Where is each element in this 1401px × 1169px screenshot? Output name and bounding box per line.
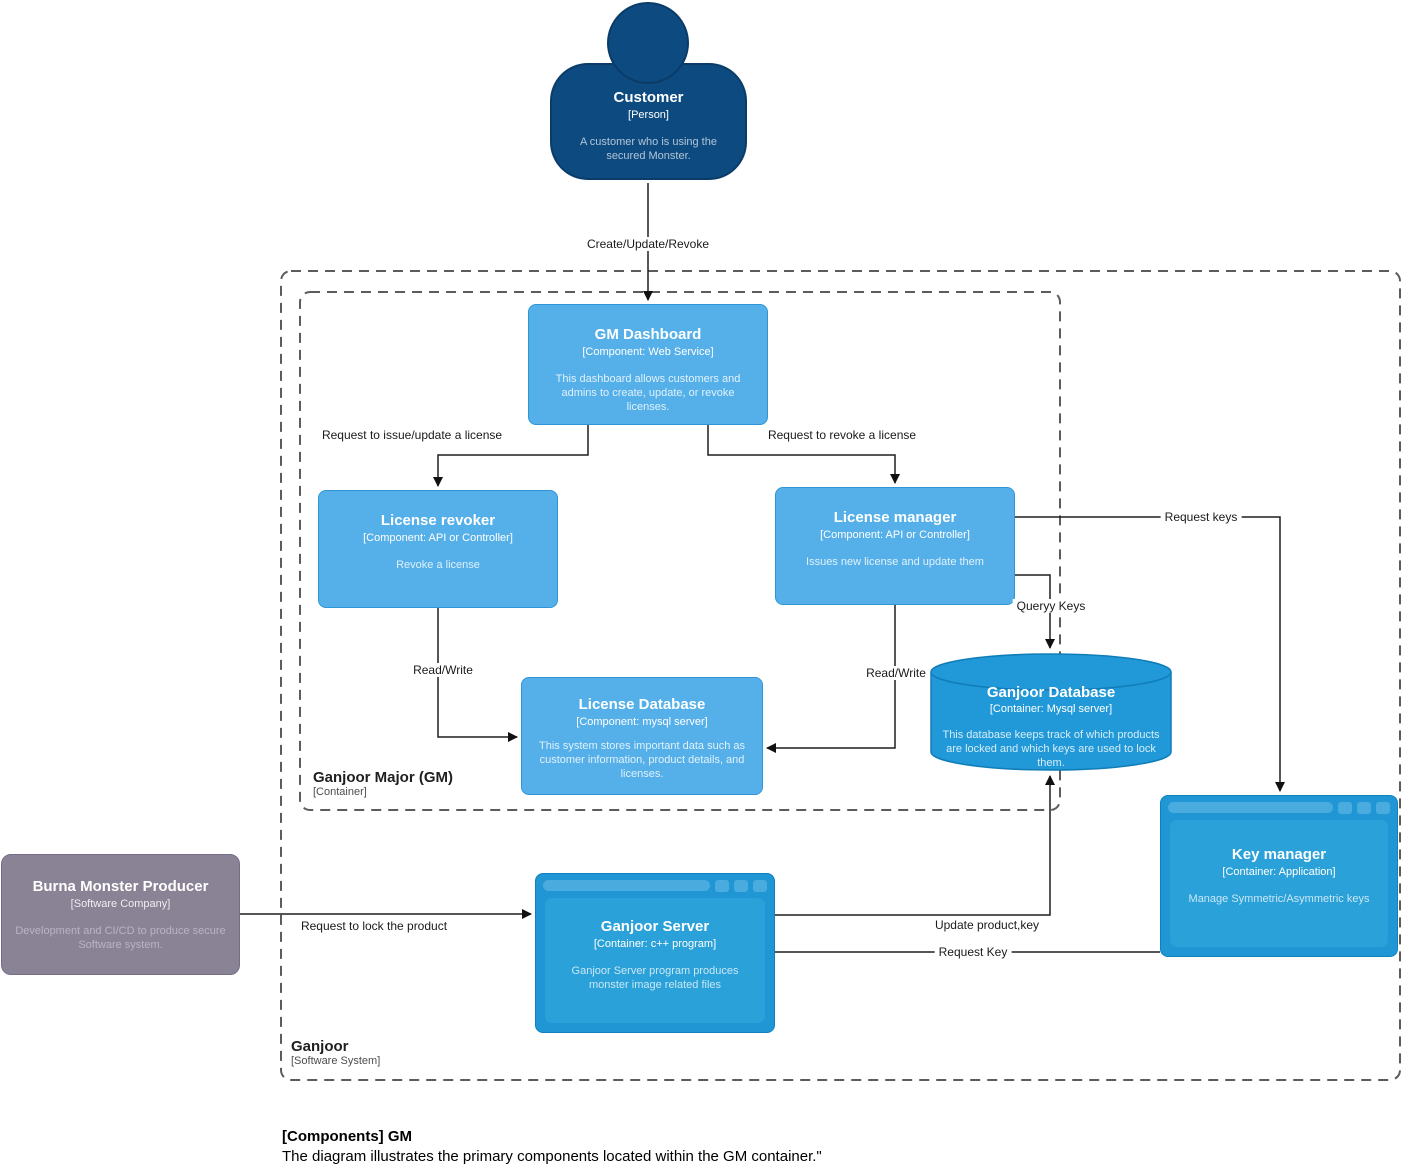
node-subtitle: [Person] — [628, 109, 669, 121]
node-gm-dashboard: GM Dashboard [Component: Web Service] Th… — [528, 304, 768, 425]
window-button-icon — [1376, 801, 1390, 814]
caption-title: [Components] GM — [282, 1128, 412, 1145]
node-description: A customer who is using the secured Mons… — [580, 136, 717, 162]
node-license-revoker: License revoker [Component: API or Contr… — [318, 490, 558, 608]
browser-panel: Key manager [Container: Application] Man… — [1170, 820, 1388, 947]
edge-label-read-write-right: Read/Write — [862, 666, 930, 680]
node-title: License revoker — [380, 512, 496, 529]
node-description: Ganjoor Server program produces monster … — [571, 965, 739, 991]
node-description: This database keeps track of which produ… — [942, 729, 1160, 769]
edge-manager-ganjoordb — [1015, 574, 1055, 649]
window-button-icon — [1338, 801, 1352, 814]
edge-revoker-licensedb — [437, 608, 518, 742]
boundary-subtitle: [Container] — [313, 786, 367, 798]
browser-titlebar — [1161, 796, 1397, 819]
window-button-icon — [1357, 801, 1371, 814]
node-ganjoor-database: Ganjoor Database [Container: Mysql serve… — [929, 652, 1173, 772]
edge-label-create-update-revoke: Create/Update/Revoke — [582, 237, 714, 251]
node-title: Ganjoor Database — [986, 684, 1116, 701]
address-bar-icon — [543, 880, 710, 891]
ganjoor-boundary — [280, 270, 1401, 1081]
edge-manager-keymanager — [1015, 516, 1285, 792]
edge-manager-licensedb — [766, 605, 896, 753]
boundary-subtitle: [Software System] — [291, 1055, 381, 1067]
boundary-title: Ganjoor — [291, 1038, 349, 1055]
person-head-icon — [607, 2, 689, 84]
node-ganjoor-server: Ganjoor Server [Container: c++ program] … — [535, 873, 775, 1033]
edge-label-request-issue-update: Request to issue/update a license — [317, 428, 507, 442]
gm-boundary — [299, 291, 1061, 811]
node-subtitle: [Component: API or Controller] — [820, 529, 970, 541]
node-subtitle: [Container: c++ program] — [593, 938, 717, 950]
node-title: License Database — [578, 696, 706, 713]
node-subtitle: [Software Company] — [70, 898, 171, 910]
browser-titlebar — [536, 874, 774, 897]
node-title: Burna Monster Producer — [32, 878, 209, 895]
edge-label-request-keys: Request keys — [1160, 510, 1242, 524]
caption-text: The diagram illustrates the primary comp… — [282, 1148, 822, 1165]
node-burna-monster-producer: Burna Monster Producer [Software Company… — [1, 854, 240, 975]
node-subtitle: [Container: Mysql server] — [989, 703, 1113, 715]
window-button-icon — [734, 879, 748, 892]
node-title: Ganjoor Server — [600, 918, 710, 935]
node-description: Revoke a license — [396, 559, 480, 571]
window-button-icon — [715, 879, 729, 892]
boundary-title: Ganjoor Major (GM) — [313, 769, 453, 786]
database-cylinder-icon — [930, 653, 1172, 771]
node-description: This system stores important data such a… — [538, 740, 746, 780]
edge-label-queryy-keys: Queryy Keys — [1012, 599, 1090, 613]
node-description: This dashboard allows customers and admi… — [555, 373, 741, 413]
node-license-database: License Database [Component: mysql serve… — [521, 677, 763, 795]
edge-label-update-product-key: Update product,key — [934, 918, 1040, 932]
node-description: Manage Symmetric/Asymmetric keys — [1188, 893, 1370, 905]
cylinder-text: Ganjoor Database [Container: Mysql serve… — [929, 652, 1173, 772]
node-description: Issues new license and update them — [806, 556, 984, 568]
address-bar-icon — [1168, 802, 1333, 813]
node-subtitle: [Component: Web Service] — [582, 346, 714, 358]
edge-server-ganjoordb — [775, 775, 1055, 916]
edge-label-request-key: Request Key — [934, 945, 1012, 959]
edge-label-read-write-left: Read/Write — [409, 663, 477, 677]
ganjoor-boundary-label: Ganjoor [Software System] — [291, 1038, 380, 1068]
node-title: License manager — [833, 509, 957, 526]
node-title: Customer — [613, 89, 684, 106]
browser-panel: Ganjoor Server [Container: c++ program] … — [545, 898, 765, 1023]
node-title: GM Dashboard — [594, 326, 702, 343]
node-subtitle: [Container: Application] — [1222, 866, 1336, 878]
node-key-manager: Key manager [Container: Application] Man… — [1160, 795, 1398, 957]
edge-dashboard-revoker — [433, 425, 589, 487]
node-license-manager: License manager [Component: API or Contr… — [775, 487, 1015, 605]
node-subtitle: [Component: API or Controller] — [363, 532, 513, 544]
node-description: Development and CI/CD to produce secure … — [15, 925, 226, 951]
node-title: Key manager — [1231, 846, 1327, 863]
edge-dashboard-manager — [707, 425, 900, 484]
edge-label-request-revoke: Request to revoke a license — [763, 428, 921, 442]
gm-boundary-label: Ganjoor Major (GM) [Container] — [313, 769, 453, 799]
diagram-caption: [Components] GM The diagram illustrates … — [282, 1127, 822, 1167]
edge-label-request-lock-product: Request to lock the product — [300, 919, 448, 933]
node-subtitle: [Component: mysql server] — [576, 716, 708, 728]
window-button-icon — [753, 879, 767, 892]
